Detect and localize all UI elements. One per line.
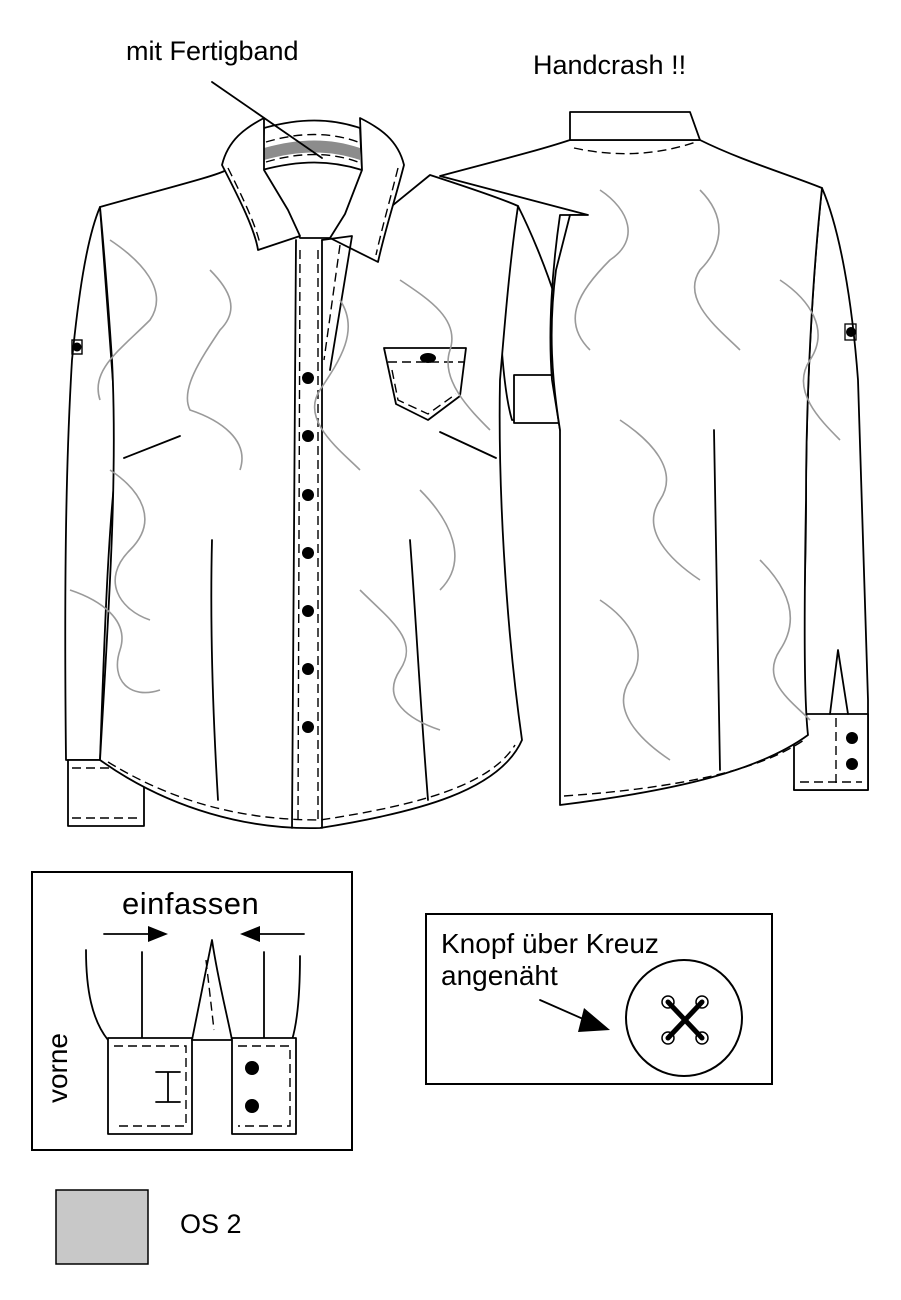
button-icon bbox=[302, 721, 314, 733]
arrow-right-icon bbox=[148, 926, 168, 942]
front-buttons bbox=[302, 372, 314, 733]
sleeve-tab-button-icon bbox=[846, 327, 856, 337]
button-icon bbox=[302, 430, 314, 442]
button-icon bbox=[302, 547, 314, 559]
cuff-button-icon bbox=[846, 732, 858, 744]
back-wash-marks bbox=[574, 189, 841, 761]
button-icon bbox=[302, 489, 314, 501]
pocket-button-icon bbox=[420, 353, 436, 363]
label-vorne: vorne bbox=[42, 1032, 73, 1104]
arrow-left-icon bbox=[240, 926, 260, 942]
legend-label-os2: OS 2 bbox=[180, 1209, 242, 1239]
button-icon bbox=[302, 605, 314, 617]
label-fertigband: mit Fertigband bbox=[126, 36, 299, 66]
back-body bbox=[439, 139, 823, 806]
sleeve-tab-button-icon bbox=[72, 342, 82, 352]
label-handcrash: Handcrash !! bbox=[533, 50, 687, 80]
button-detail-box bbox=[425, 913, 773, 1085]
label-einfassen: einfassen bbox=[122, 886, 260, 921]
button-icon bbox=[302, 663, 314, 675]
collar-right bbox=[329, 117, 405, 263]
label-knopf-line1: Knopf über Kreuz bbox=[441, 928, 659, 959]
cuff-detail-box bbox=[31, 871, 353, 1151]
arrow-icon bbox=[578, 1008, 610, 1032]
front-placket bbox=[291, 239, 323, 829]
legend-swatch bbox=[55, 1189, 149, 1265]
cuff-button-icon bbox=[245, 1061, 259, 1075]
cross-stitch-icon bbox=[665, 999, 705, 1041]
collar-left bbox=[221, 117, 301, 251]
handcrash-wash-marks bbox=[69, 239, 491, 731]
back-collar-stand bbox=[569, 111, 701, 141]
fertigband-leader-line bbox=[211, 81, 323, 159]
button-icon bbox=[302, 372, 314, 384]
cuff-button-icon bbox=[846, 758, 858, 770]
label-knopf-line2: angenäht bbox=[441, 960, 558, 991]
cuff-button-icon bbox=[245, 1099, 259, 1113]
shirt-back-view bbox=[439, 111, 869, 806]
shirt-front-view bbox=[64, 117, 573, 830]
